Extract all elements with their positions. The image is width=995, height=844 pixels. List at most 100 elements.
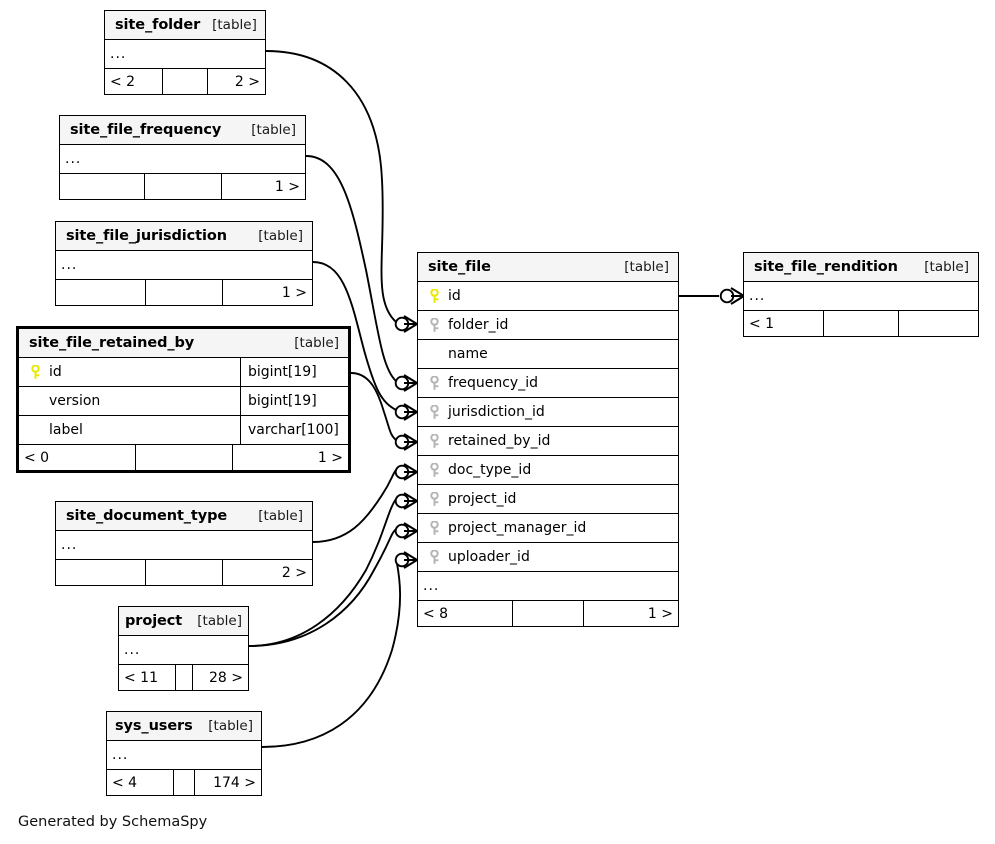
- column-name: doc_type_id: [448, 462, 532, 478]
- column-name: project_id: [448, 491, 517, 507]
- footer-middle: [162, 69, 208, 94]
- footer-middle: [174, 665, 193, 690]
- column-row-id[interactable]: id: [418, 282, 678, 311]
- edge-zero-marker: [394, 434, 410, 450]
- column-type: varchar[100]: [240, 416, 348, 444]
- column-row-id[interactable]: id bigint[19]: [19, 358, 348, 387]
- column-row-project-id[interactable]: project_id: [418, 485, 678, 514]
- table-title-row: site_file_frequency [table]: [60, 116, 305, 145]
- table-name: site_file_frequency: [70, 122, 222, 138]
- table-tag: [table]: [258, 228, 303, 244]
- table-node-site-file-retained-by[interactable]: site_file_retained_by [table] id bigint[…: [16, 326, 351, 473]
- footer-left: < 4: [112, 774, 138, 791]
- edge-site-document-type-doc-type-id: [312, 469, 397, 543]
- table-tag: [table]: [294, 335, 339, 351]
- column-name: name: [448, 346, 488, 362]
- column-row-doc-type-id[interactable]: doc_type_id: [418, 456, 678, 485]
- column-row-folder-id[interactable]: folder_id: [418, 311, 678, 340]
- column-row-frequency-id[interactable]: frequency_id: [418, 369, 678, 398]
- column-name: id: [448, 288, 461, 304]
- table-footer-row: < 4 174 >: [107, 770, 261, 795]
- table-name: sys_users: [115, 718, 193, 734]
- table-tag: [table]: [258, 508, 303, 524]
- footer-left: < 8: [423, 605, 449, 622]
- footer-left: < 2: [110, 73, 136, 90]
- edge-zero-marker: [394, 523, 410, 539]
- column-name: retained_by_id: [448, 433, 551, 449]
- column-row-label[interactable]: label varchar[100]: [19, 416, 348, 445]
- footer-middle: [823, 311, 899, 336]
- column-row-version[interactable]: version bigint[19]: [19, 387, 348, 416]
- table-footer-row: < 8 1 >: [418, 601, 678, 626]
- crow-foot-marker: [402, 373, 419, 393]
- table-node-project[interactable]: project [table] ... < 11 28 >: [118, 606, 249, 691]
- column-name: version: [49, 393, 101, 409]
- table-node-sys-users[interactable]: sys_users [table] ... < 4 174 >: [106, 711, 262, 796]
- table-ellipsis-row: ...: [56, 251, 312, 280]
- table-name: site_file_retained_by: [29, 335, 195, 351]
- table-ellipsis-row: ...: [60, 145, 305, 174]
- table-name: site_file: [428, 259, 491, 275]
- table-footer-row: < 11 28 >: [119, 665, 248, 690]
- footer-left: < 1: [749, 315, 775, 332]
- table-node-site-file-frequency[interactable]: site_file_frequency [table] ... 1 >: [59, 115, 306, 200]
- crow-foot-marker: [402, 462, 419, 482]
- table-ellipsis-row: ...: [119, 636, 248, 665]
- foreign-key-icon: [418, 433, 444, 449]
- footer-left: [56, 280, 145, 305]
- table-name: site_file_jurisdiction: [66, 228, 227, 244]
- table-node-site-file[interactable]: site_file [table] id folder_id name freq…: [417, 252, 679, 627]
- table-tag: [table]: [924, 259, 969, 275]
- crow-foot-marker: [402, 521, 419, 541]
- table-tag: [table]: [251, 122, 296, 138]
- crow-foot-marker: [402, 491, 419, 511]
- edge-zero-marker: [719, 288, 735, 304]
- footer-left: [60, 174, 144, 199]
- column-row-name[interactable]: name: [418, 340, 678, 369]
- table-ellipsis-row: ...: [107, 741, 261, 770]
- table-name: site_file_rendition: [754, 259, 898, 275]
- table-footer-row: < 2 2 >: [105, 69, 265, 94]
- column-row-uploader-id[interactable]: uploader_id: [418, 543, 678, 572]
- foreign-key-icon: [418, 375, 444, 391]
- table-ellipsis-row: ...: [105, 40, 265, 69]
- footer-left: [56, 560, 145, 585]
- column-name: frequency_id: [448, 375, 538, 391]
- foreign-key-icon: [418, 549, 444, 565]
- crow-foot-marker: [402, 314, 419, 334]
- footer-middle: [173, 770, 195, 795]
- footer-middle: [145, 280, 223, 305]
- edge-zero-marker: [394, 552, 410, 568]
- table-title-row: site_file_jurisdiction [table]: [56, 222, 312, 251]
- table-title-row: sys_users [table]: [107, 712, 261, 741]
- table-footer-row: < 0 1 >: [19, 445, 348, 470]
- primary-key-icon: [19, 364, 45, 380]
- table-footer-row: 1 >: [56, 280, 312, 305]
- table-node-site-document-type[interactable]: site_document_type [table] ... 2 >: [55, 501, 313, 586]
- table-name: project: [125, 613, 183, 629]
- edge-zero-marker: [394, 316, 410, 332]
- column-row-jurisdiction-id[interactable]: jurisdiction_id: [418, 398, 678, 427]
- footer-right: 1 >: [647, 605, 673, 622]
- crow-foot-marker: [402, 550, 419, 570]
- table-node-site-file-rendition[interactable]: site_file_rendition [table] ... < 1: [743, 252, 979, 337]
- edge-zero-marker: [394, 464, 410, 480]
- footer-right: 2 >: [281, 564, 307, 581]
- column-row-project-manager-id[interactable]: project_manager_id: [418, 514, 678, 543]
- footer-right: 1 >: [281, 284, 307, 301]
- foreign-key-icon: [418, 404, 444, 420]
- footer-right: 1 >: [274, 178, 300, 195]
- footer-middle: [134, 445, 233, 470]
- foreign-key-icon: [418, 491, 444, 507]
- table-node-site-file-jurisdiction[interactable]: site_file_jurisdiction [table] ... 1 >: [55, 221, 313, 306]
- footer-left: < 11: [124, 669, 158, 686]
- table-node-site-folder[interactable]: site_folder [table] ... < 2 2 >: [104, 10, 266, 95]
- column-row-retained-by-id[interactable]: retained_by_id: [418, 427, 678, 456]
- footer-middle: [512, 601, 584, 626]
- column-name: folder_id: [448, 317, 509, 333]
- table-name: site_document_type: [66, 508, 228, 524]
- column-name: project_manager_id: [448, 520, 587, 536]
- footer-right: 174 >: [213, 774, 256, 791]
- table-footer-row: < 1: [744, 311, 978, 336]
